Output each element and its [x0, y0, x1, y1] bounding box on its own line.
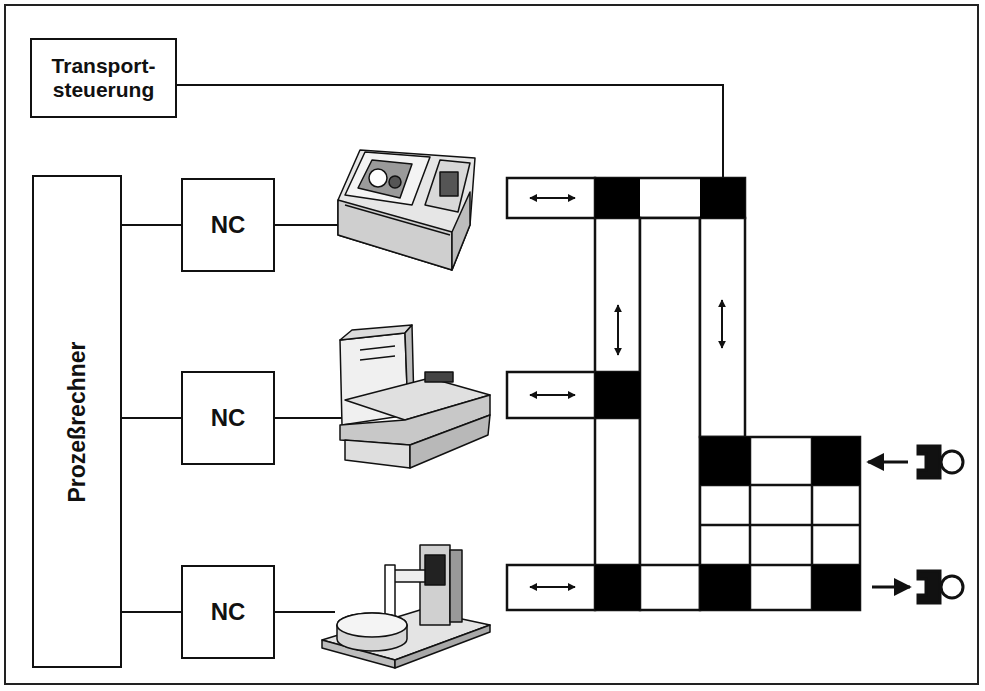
transport-grid	[507, 178, 860, 610]
computer-box: Prozeßrechner	[32, 175, 122, 668]
node-label: Transport- steuerung	[38, 54, 169, 102]
nc-box: NC	[181, 565, 275, 659]
nc-box: NC	[181, 178, 275, 272]
node-label: NC	[211, 404, 246, 432]
control-box: Transport- steuerung	[30, 38, 177, 118]
lathe-illustration	[338, 150, 475, 270]
nc-box: NC	[181, 371, 275, 465]
machining-center-illustration	[340, 325, 490, 468]
node-label: NC	[211, 211, 246, 239]
movement-arrows	[530, 198, 910, 587]
signal-line	[122, 611, 181, 613]
node-label: NC	[211, 598, 246, 626]
vertical-machine-illustration	[322, 545, 490, 668]
worker-icons	[918, 446, 963, 603]
node-label: Prozeßrechner	[64, 341, 90, 502]
signal-line	[122, 224, 181, 226]
nc-machine-lines	[275, 225, 345, 612]
signal-line	[122, 417, 181, 419]
